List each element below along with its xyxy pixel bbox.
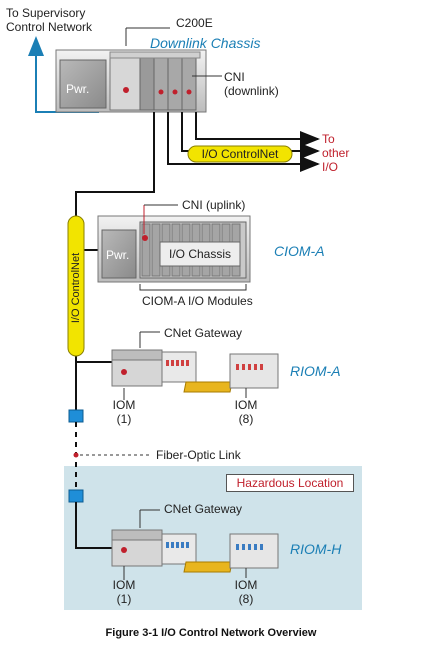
ciom-a-label: CIOM-A	[274, 243, 325, 259]
cni-uplink-label: CNI (uplink)	[182, 198, 246, 212]
to-other-io-line-2: other	[322, 146, 350, 160]
supervisory-network-label: To Supervisory Control Network	[6, 6, 92, 34]
to-other-io-line-1: To	[322, 132, 335, 146]
iom-1-a-line-2: (1)	[116, 412, 132, 426]
supervisory-line-1: To Supervisory	[6, 6, 86, 20]
riom-h-gateway	[111, 529, 197, 567]
cnet-gateway-a-label: CNet Gateway	[164, 326, 243, 340]
figure-caption: Figure 3-1 I/O Control Network Overview	[105, 627, 317, 639]
to-other-io-line-3: I/O	[322, 160, 339, 174]
pwr-label-downlink: Pwr.	[66, 82, 90, 96]
io-chassis-label: I/O Chassis	[168, 247, 231, 261]
cni-downlink-line-1: CNI	[224, 70, 245, 84]
fiber-optic-link-label: Fiber-Optic Link	[156, 448, 241, 462]
fiber-node-bottom	[68, 489, 84, 503]
iom-8-a-line-1: IOM	[234, 398, 258, 412]
supervisory-line-2: Control Network	[6, 20, 93, 34]
cni-downlink-line-2: (downlink)	[224, 84, 279, 98]
riom-a-gateway	[111, 349, 197, 387]
pwr-label-ciom: Pwr.	[106, 248, 130, 262]
iom-1-h-line-2: (1)	[116, 592, 132, 606]
c200e-label: C200E	[176, 16, 213, 30]
cni-downlink-label: CNI (downlink)	[224, 70, 279, 98]
iom-8-h-line-1: IOM	[234, 578, 258, 592]
iom-8-a-line-2: (8)	[238, 412, 254, 426]
io-controlnet-label: I/O ControlNet	[201, 147, 279, 161]
iom-1-h-line-1: IOM	[112, 578, 136, 592]
ciom-a-modules-label: CIOM-A I/O Modules	[142, 294, 253, 308]
to-other-io-label: To other I/O	[322, 132, 349, 174]
riom-a-label: RIOM-A	[290, 363, 341, 379]
iom-1-a-line-1: IOM	[112, 398, 136, 412]
riom-a-iom-8	[229, 353, 279, 389]
riom-a-iom-1-label: IOM (1)	[108, 398, 140, 426]
iom-8-h-line-2: (8)	[238, 592, 254, 606]
io-controlnet-vertical-label: I/O ControlNet	[70, 252, 82, 324]
hazardous-location-label: Hazardous Location	[226, 474, 354, 492]
riom-h-iom-8-label: IOM (8)	[230, 578, 262, 606]
fiber-node-top	[68, 409, 84, 423]
io-controlnet-vertical-pill	[67, 215, 85, 357]
riom-h-iom-8	[229, 533, 279, 569]
downlink-chassis-label: Downlink Chassis	[150, 35, 261, 51]
riom-h-iom-1-label: IOM (1)	[108, 578, 140, 606]
ciom-a-chassis	[97, 215, 251, 283]
downlink-chassis	[55, 49, 207, 113]
io-controlnet-pill	[187, 145, 293, 163]
cnet-gateway-h-label: CNet Gateway	[164, 502, 243, 516]
ciom-a-modules-bracket	[139, 284, 247, 291]
riom-a-iom-8-label: IOM (8)	[230, 398, 262, 426]
riom-h-label: RIOM-H	[290, 541, 342, 557]
